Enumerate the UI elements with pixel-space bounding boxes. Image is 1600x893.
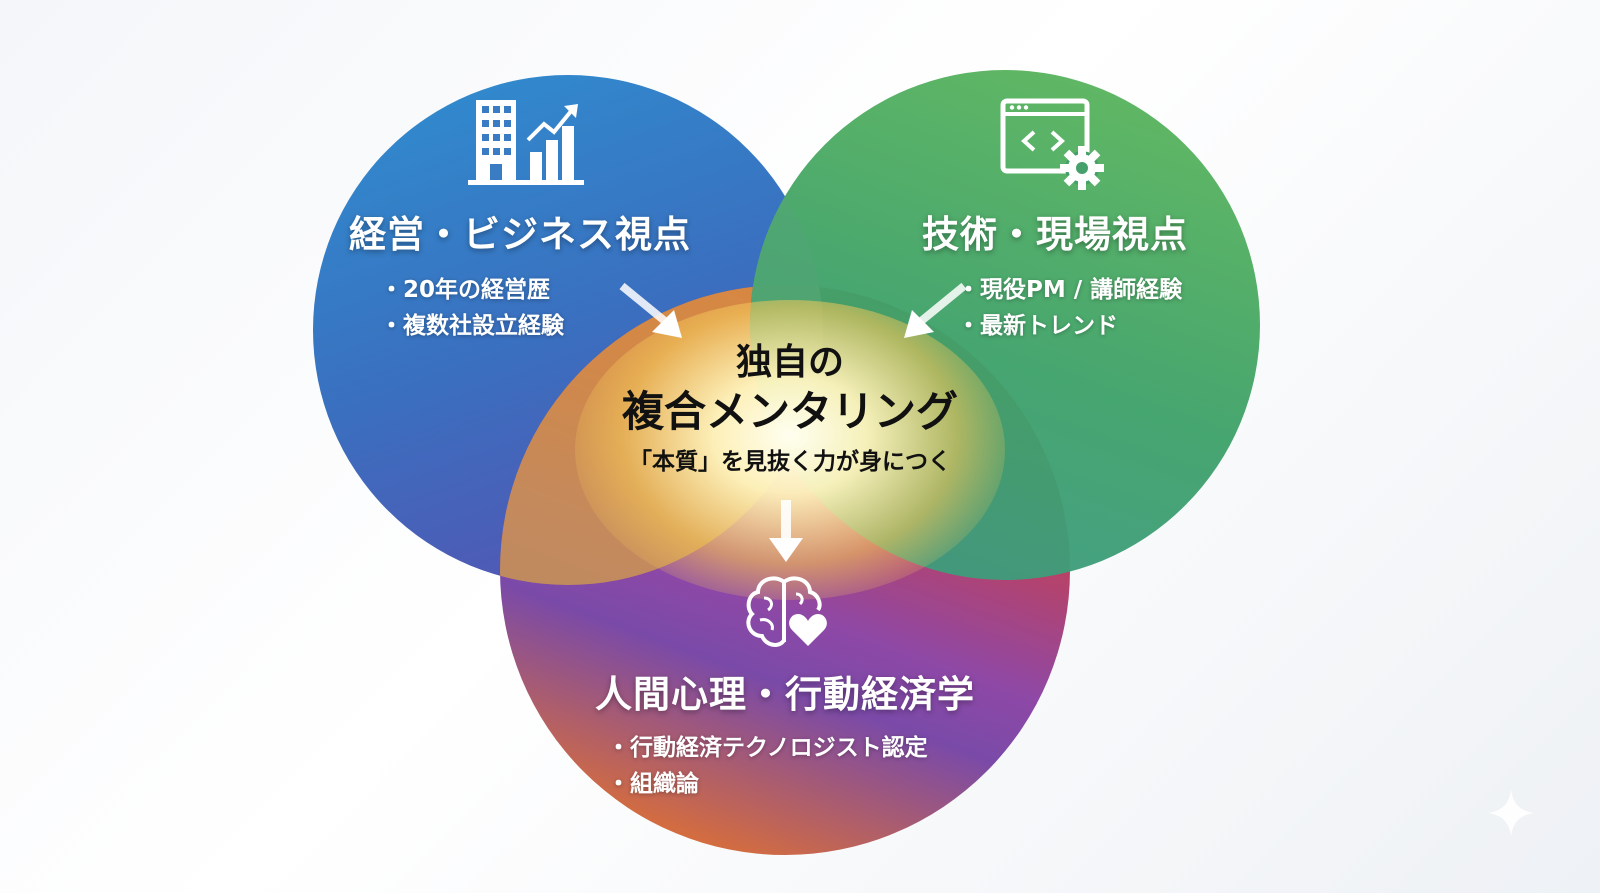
tech-bullet: 現役PM / 講師経験 (957, 272, 1205, 308)
tech-title: 技術・現場視点 (922, 213, 1188, 256)
arrow-to-psychology-icon (769, 500, 803, 562)
tech-block: 技術・現場視点 現役PM / 講師経験 最新トレンド (905, 204, 1205, 344)
tech-bullet: 最新トレンド (957, 308, 1205, 344)
center-tagline: 「本質」を見抜く力が身につく (629, 449, 951, 475)
building-chart-icon (468, 100, 584, 185)
code-window-gear-icon (1000, 98, 1104, 190)
business-bullet: 20年の経営歴 (380, 272, 700, 308)
psychology-bullet: 組織論 (607, 766, 985, 802)
psychology-bullets: 行動経済テクノロジスト認定 組織論 (607, 730, 985, 802)
center-line2: 複合メンタリング (621, 387, 958, 436)
psychology-title: 人間心理・行動経済学 (595, 673, 975, 716)
tech-bullets: 現役PM / 講師経験 最新トレンド (957, 272, 1205, 344)
center-message: 独自の 複合メンタリング 「本質」を見抜く力が身につく (585, 340, 995, 482)
arrow-from-business-icon (619, 282, 682, 338)
brain-heart-icon (746, 576, 827, 647)
sparkle-icon (1488, 790, 1534, 836)
business-bullet: 複数社設立経験 (380, 308, 700, 344)
center-line1: 独自の (735, 342, 844, 383)
business-bullets: 20年の経営歴 複数社設立経験 (380, 272, 700, 344)
business-block: 経営・ビジネス視点 20年の経営歴 複数社設立経験 (340, 204, 700, 344)
psychology-bullet: 行動経済テクノロジスト認定 (607, 730, 985, 766)
arrow-from-tech-icon (904, 282, 967, 338)
psychology-block: 人間心理・行動経済学 行動経済テクノロジスト認定 組織論 (585, 664, 985, 802)
business-title: 経営・ビジネス視点 (349, 213, 691, 256)
